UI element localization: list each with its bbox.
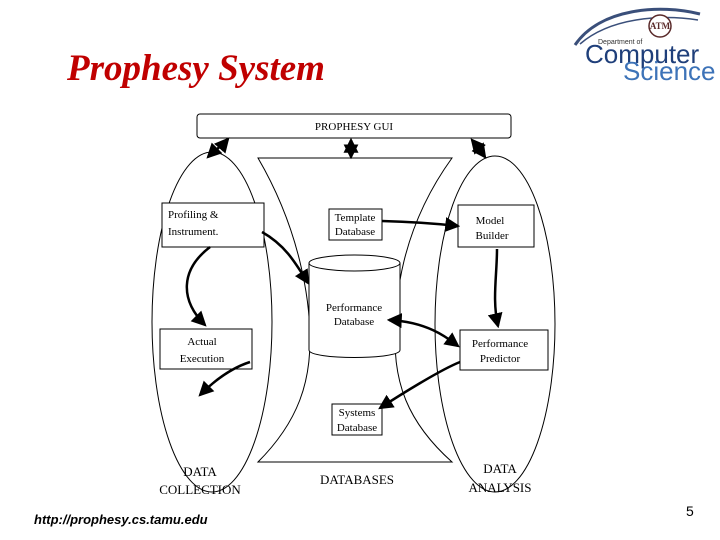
data-collection-line-2: COLLECTION — [159, 482, 241, 497]
systems-database-node — [331, 403, 383, 436]
databases-label: DATABASES — [320, 472, 394, 487]
arrow-profiling-execution — [185, 246, 211, 327]
template-database-node — [328, 208, 383, 241]
diagram-arrows — [185, 137, 503, 410]
performance-database-node — [308, 254, 401, 358]
page-number: 5 — [686, 503, 694, 519]
model-builder-line-1: Model — [476, 215, 505, 227]
arrow-profiling-perfdb — [261, 230, 310, 285]
profiling-line-1: Profiling & — [168, 209, 219, 221]
performance-db-line-1: Performance — [326, 302, 382, 314]
data-analysis-line-1: DATA — [483, 461, 517, 476]
template-db-line-2: Database — [335, 226, 375, 238]
profiling-node — [161, 202, 265, 248]
logo-dept-text: Department of — [598, 39, 642, 46]
systems-db-line-1: Systems — [339, 407, 376, 419]
slide-title: Prophesy System — [66, 48, 325, 89]
arrow-profiling-gui — [206, 137, 230, 159]
model-builder-node — [457, 204, 535, 248]
atm-emblem-text: ATM — [650, 21, 671, 31]
performance-db-line-2: Database — [334, 316, 374, 328]
actual-execution-line-2: Execution — [180, 353, 225, 365]
arrow-execution-loop — [198, 360, 251, 397]
profiling-line-2: Instrument. — [168, 226, 219, 238]
footer-url: http://prophesy.cs.tamu.edu — [34, 512, 208, 527]
computer-science-logo: ATM Department of Computer Science — [573, 7, 716, 86]
arrow-modelbuilder-predictor — [487, 248, 503, 329]
performance-predictor-node — [459, 329, 549, 371]
arrow-templatedb-modelbuilder — [381, 217, 461, 233]
actual-execution-node — [159, 328, 253, 370]
arrow-predictor-systemsdb — [378, 360, 461, 410]
data-analysis-line-2: ANALYSIS — [469, 480, 532, 495]
performance-predictor-line-1: Performance — [472, 338, 528, 350]
actual-execution-line-1: Actual — [187, 336, 216, 348]
databases-hourglass — [256, 157, 454, 463]
logo-science: Science — [623, 56, 716, 86]
performance-db-body — [308, 263, 401, 358]
model-builder-line-2: Builder — [476, 230, 509, 242]
logo-swoosh-inner — [579, 16, 699, 45]
logo-swoosh — [573, 7, 701, 46]
performance-db-top — [308, 254, 401, 272]
gui-label: PROPHESY GUI — [315, 121, 393, 133]
performance-predictor-line-2: Predictor — [480, 353, 521, 365]
systems-db-line-2: Database — [337, 422, 377, 434]
atm-emblem — [648, 14, 672, 38]
data-collection-line-1: DATA — [183, 464, 217, 479]
arrow-perfdb-predictor — [386, 313, 460, 348]
logo-computer: Computer — [585, 39, 699, 69]
template-db-line-1: Template — [335, 212, 376, 224]
arrow-gui-analysis — [470, 138, 487, 159]
